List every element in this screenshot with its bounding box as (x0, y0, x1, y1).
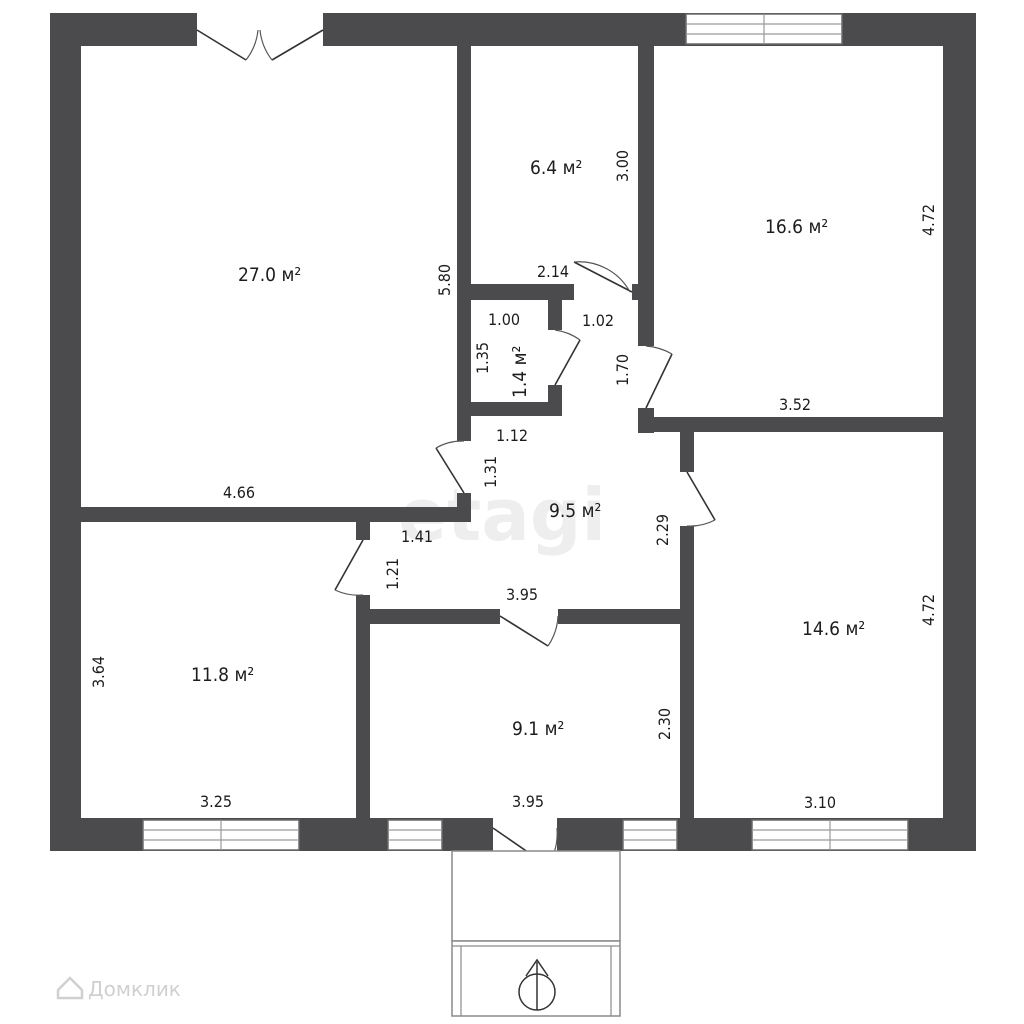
dim-ne-width: 3.52 (779, 395, 811, 414)
area-hall: 9.5 м² (549, 500, 601, 522)
door-bedroom-ne (638, 345, 673, 409)
house-logo-icon (56, 976, 84, 1000)
door-bathroom (548, 329, 581, 386)
area-bathroom: 1.4 м² (509, 346, 531, 398)
door-kitchen (499, 609, 559, 647)
brand-name: Домклик (88, 977, 181, 1001)
dim-storage-height: 3.00 (613, 150, 632, 182)
door-top-double (196, 13, 324, 61)
door-bedroom-sw (334, 539, 370, 596)
area-labels: 27.0 м² 6.4 м² 16.6 м² 9.5 м² 11.8 м² 9.… (191, 157, 865, 740)
area-storage: 6.4 м² (530, 157, 582, 179)
dim-ne-height: 4.72 (919, 204, 938, 236)
doors (196, 13, 716, 867)
dim-hall-bottom: 3.95 (506, 585, 538, 604)
dim-sw-door-wall: 1.21 (383, 558, 402, 590)
entrance-arrow-icon (518, 958, 556, 1011)
door-bedroom-se (680, 471, 716, 527)
brand-logo: Домклик (56, 976, 181, 1001)
window-bottom-kitchen-left (387, 819, 443, 851)
window-bottom-kitchen-right (622, 819, 678, 851)
area-living-room: 27.0 м² (238, 264, 301, 286)
dim-kitchen-width: 3.95 (512, 792, 544, 811)
area-bedroom-sw: 11.8 м² (191, 664, 254, 686)
dim-bath-width: 1.00 (488, 310, 520, 329)
dim-sw-width: 3.25 (200, 792, 232, 811)
dim-living-height: 5.80 (435, 264, 454, 296)
window-bottom-right (751, 819, 909, 851)
dim-corridor-width: 1.02 (582, 311, 614, 330)
dim-sw-height: 3.64 (89, 656, 108, 688)
area-kitchen: 9.1 м² (512, 718, 564, 740)
window-top-right (685, 13, 843, 45)
dim-corridor-height: 1.70 (613, 354, 632, 386)
dim-se-width: 3.10 (804, 793, 836, 812)
window-bottom-left (142, 819, 300, 851)
dim-hall-left: 1.31 (481, 456, 500, 488)
dim-hall-right: 2.29 (653, 514, 672, 546)
door-living (435, 440, 471, 494)
dim-se-height: 4.72 (919, 594, 938, 626)
area-bedroom-se: 14.6 м² (802, 618, 865, 640)
dimension-labels: 4.66 2.14 3.52 1.00 1.02 1.12 1.41 3.95 … (89, 150, 938, 812)
dim-bath-height: 1.35 (473, 342, 492, 374)
area-bedroom-ne: 16.6 м² (765, 216, 828, 238)
dim-hall-top: 1.12 (496, 426, 528, 445)
dim-hall-step: 1.41 (401, 527, 433, 546)
windows (142, 13, 909, 851)
door-storage (573, 261, 633, 300)
porch (451, 850, 621, 1017)
door-entrance (492, 818, 558, 867)
dim-kitchen-height: 2.30 (655, 708, 674, 740)
dim-living-width: 4.66 (223, 483, 255, 502)
dim-storage-width: 2.14 (537, 262, 569, 281)
